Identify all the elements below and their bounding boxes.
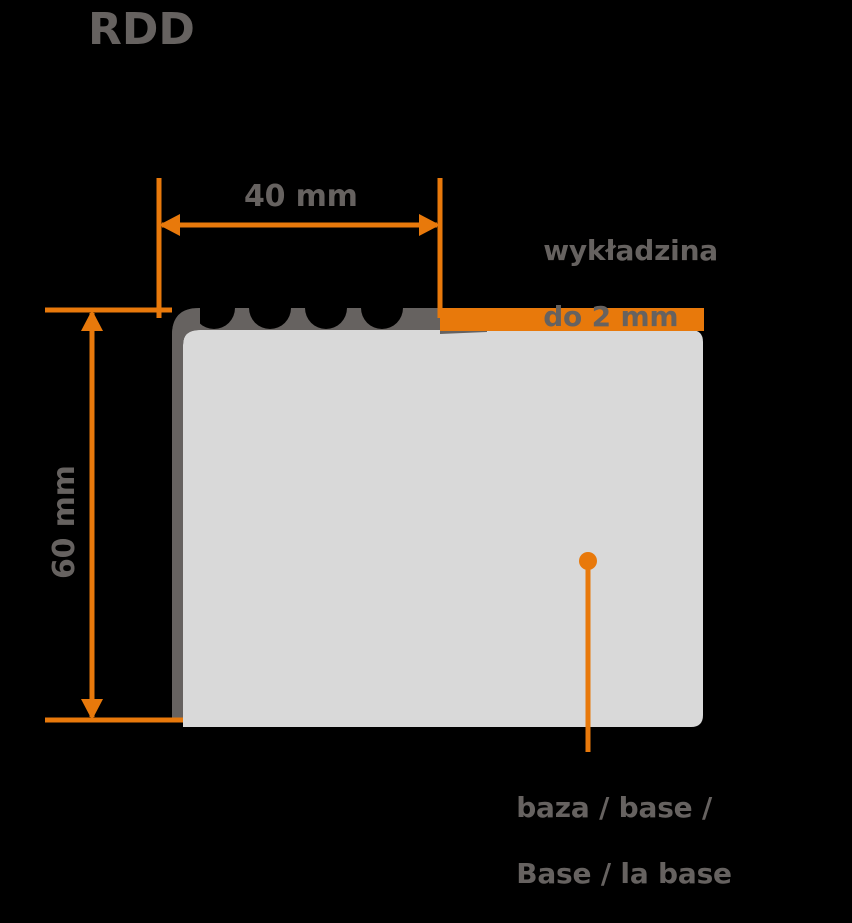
height-dimension-label: 60 mm bbox=[47, 465, 82, 579]
notch-3 bbox=[305, 287, 347, 329]
anti-slip-notches bbox=[193, 287, 403, 329]
base-body-shape bbox=[183, 330, 703, 727]
notch-1 bbox=[193, 287, 235, 329]
profile-cross-section-drawing bbox=[45, 178, 704, 752]
floor-covering-band bbox=[440, 308, 704, 331]
base-leader-dot bbox=[579, 552, 597, 570]
base-callout-label: baza / base / Base / la base bbox=[478, 758, 732, 923]
height-arrowhead-top bbox=[81, 310, 103, 331]
height-arrowhead-bottom bbox=[81, 699, 103, 720]
page-title: RDD bbox=[88, 4, 195, 55]
shell-top-left-corner bbox=[172, 308, 200, 345]
height-dimension bbox=[45, 307, 183, 723]
base-callout-line-1: baza / base / bbox=[516, 791, 713, 825]
notch-4 bbox=[361, 287, 403, 329]
notch-2 bbox=[249, 287, 291, 329]
width-arrowhead-right bbox=[419, 214, 440, 236]
base-leader bbox=[579, 552, 597, 752]
covering-callout-line-1: wykładzina bbox=[543, 234, 718, 268]
width-dimension bbox=[156, 178, 443, 318]
width-dimension-label: 40 mm bbox=[244, 179, 358, 214]
base-callout-line-2: Base / la base bbox=[516, 857, 732, 891]
diagram-canvas: RDD 40 mm 60 mm wykładzina do 2 mm baza … bbox=[45, 4, 733, 891]
covering-callout-label: wykładzina do 2 mm bbox=[505, 201, 718, 366]
covering-callout-line-2: do 2 mm bbox=[543, 300, 679, 334]
width-arrowhead-left bbox=[159, 214, 180, 236]
